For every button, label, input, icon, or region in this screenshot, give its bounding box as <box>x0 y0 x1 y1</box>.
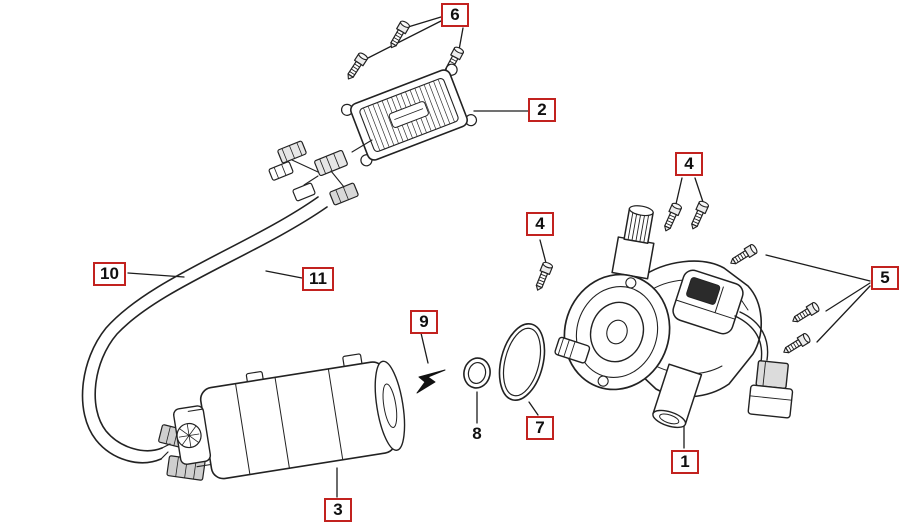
callout-leader-lines <box>127 16 871 498</box>
starter-motor <box>172 353 406 480</box>
callout-label-11[interactable]: 11 <box>302 267 334 291</box>
callout-label-5[interactable]: 5 <box>871 266 899 290</box>
ecu-module <box>340 63 478 167</box>
throttle-body-bolt-left <box>532 260 554 293</box>
harness-connectors <box>268 139 373 206</box>
callout-label-3[interactable]: 3 <box>324 498 352 522</box>
o-ring-large <box>498 323 546 401</box>
retainer-clip <box>416 369 446 394</box>
callout-label-4-left[interactable]: 4 <box>526 212 554 236</box>
callout-label-10[interactable]: 10 <box>93 262 126 286</box>
callout-label-2[interactable]: 2 <box>528 98 556 122</box>
throttle-body-bolts-top <box>660 199 710 234</box>
o-ring-small <box>463 357 491 389</box>
callout-label-4-top[interactable]: 4 <box>675 152 703 176</box>
callout-label-1[interactable]: 1 <box>671 450 699 474</box>
callout-label-7[interactable]: 7 <box>526 416 554 440</box>
callout-label-9[interactable]: 9 <box>410 310 438 334</box>
throttle-body <box>554 205 794 429</box>
callout-label-6[interactable]: 6 <box>441 3 469 27</box>
callout-label-8[interactable]: 8 <box>472 424 482 443</box>
